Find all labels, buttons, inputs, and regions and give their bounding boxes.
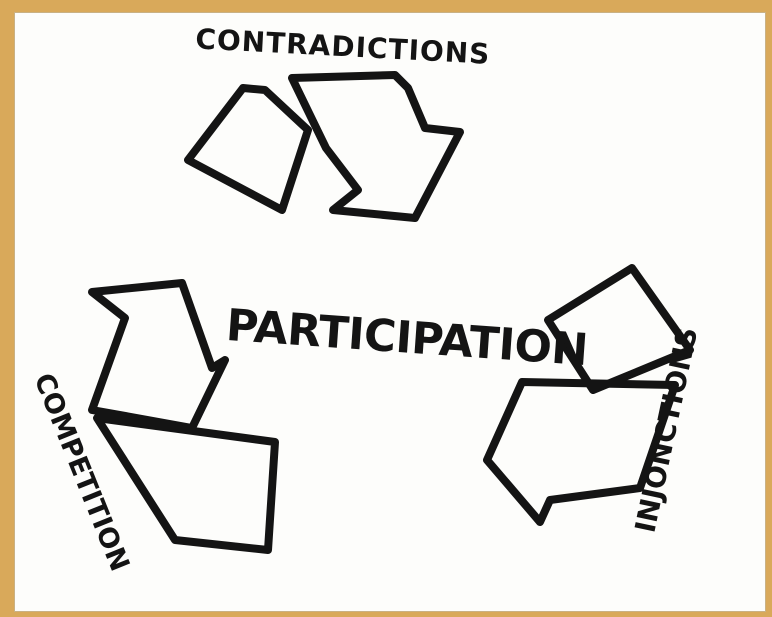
left-arrow-group	[88, 279, 279, 554]
left-block-shape	[93, 414, 279, 554]
left-arrow-shape	[88, 279, 229, 432]
label-contradictions: CONTRADICTIONS	[195, 22, 492, 70]
top-block-shape	[184, 84, 312, 214]
label-competition: COMPETITION	[28, 369, 136, 576]
right-arrow-group	[483, 264, 694, 526]
paper-card	[14, 12, 766, 612]
right-block-shape	[544, 264, 694, 394]
label-participation: PARTICIPATION	[225, 300, 590, 376]
top-arrow-group	[184, 71, 464, 222]
label-injonctions: INJONCTIONS	[629, 324, 705, 535]
right-arrow-shape	[483, 378, 679, 526]
top-arrow-shape	[288, 71, 464, 222]
